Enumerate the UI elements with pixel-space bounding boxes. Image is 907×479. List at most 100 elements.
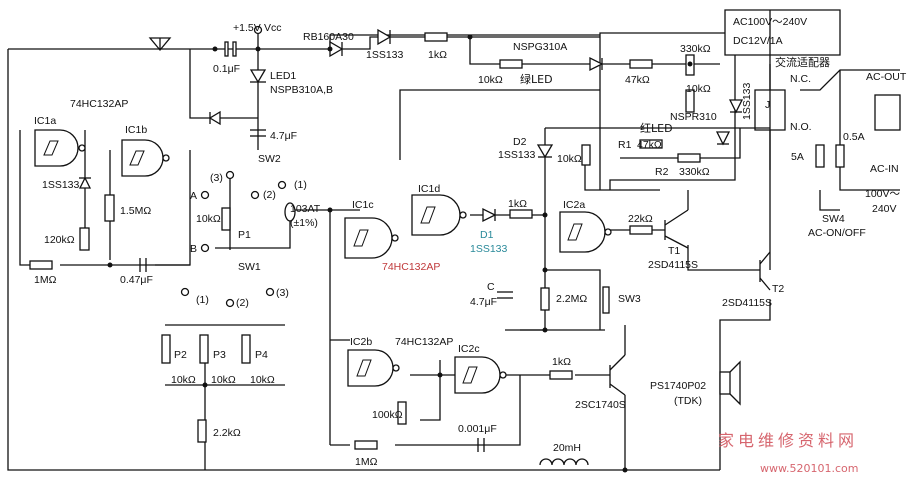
p1-label: P1 [238, 229, 251, 241]
cap-47uf-top-label: 4.7μF [270, 130, 297, 142]
r-10k-p1-label: 10kΩ [196, 213, 221, 225]
wires [7, 9, 900, 471]
transistor-t2 [759, 251, 771, 291]
watermark-url: www.520101.com [760, 462, 858, 475]
t2-label: T2 [772, 283, 784, 295]
r1-label: R1 [618, 139, 632, 151]
fuses [815, 144, 845, 168]
sw4-desc-label: AC-ON/OFF [808, 227, 866, 239]
transistor-2sc-label: 2SC1740S [575, 399, 626, 411]
r-1k-d1-label: 1kΩ [508, 198, 527, 210]
vcc-label: +1.5V [233, 22, 261, 34]
gate-ic2a [559, 211, 612, 253]
capacitors [139, 258, 513, 452]
ic1c-label: IC1c [352, 199, 374, 211]
terminals [180, 25, 287, 308]
transistor-t1 [664, 209, 689, 249]
r-22m-label: 2.2MΩ [556, 293, 587, 305]
sw1-label: SW1 [238, 261, 261, 273]
gate-ic1d [411, 194, 467, 236]
r-330k-top-label: 330kΩ [680, 43, 711, 55]
node-b-label: B [190, 243, 197, 255]
fuse-05a-label: 0.5A [843, 131, 865, 143]
r2-value-label: 330kΩ [679, 166, 710, 178]
resistors [29, 32, 701, 450]
r-47k-top-label: 47kΩ [625, 74, 650, 86]
c-value-label: 4.7μF [470, 296, 497, 308]
t1-part-label: 2SD4115S [648, 259, 698, 271]
pos2a-label: (2) [263, 189, 276, 201]
thermistor-label: 103AT [290, 203, 321, 215]
p3-label: P3 [213, 349, 226, 361]
buzzer-brand-label: (TDK) [674, 395, 702, 407]
sw2-label: SW2 [258, 153, 281, 165]
d2-part-label: 1SS133 [498, 149, 536, 161]
pos3b-label: (3) [276, 287, 289, 299]
p2-label: P2 [174, 349, 187, 361]
buzzer-label: PS1740P02 [650, 380, 706, 392]
chip-mid-label: 74HC132AP [382, 261, 440, 273]
watermark-cn: 家电维修资料网 [718, 431, 858, 450]
text-labels: +1.5V Vcc 0.1μF LED1 NSPB310A,B RB160A30… [34, 16, 907, 475]
sw4-label: SW4 [822, 213, 845, 225]
junctions [107, 34, 693, 473]
pos3a-label: (3) [210, 172, 223, 184]
thermistor-tol-label: (±1%) [290, 217, 318, 229]
ic1d-label: IC1d [418, 183, 440, 195]
adapter-cn-label: 交流适配器 [775, 55, 830, 69]
pos2b-label: (2) [236, 297, 249, 309]
red-led-label: 红LED [640, 122, 673, 135]
nspg-label: NSPG310A [513, 41, 567, 53]
d1-part-label: 1SS133 [470, 243, 508, 255]
r-1k-top-label: 1kΩ [428, 49, 447, 61]
r-1m-a-label: 1MΩ [34, 274, 57, 286]
ic1b-label: IC1b [125, 124, 147, 136]
ac-range-a-label: 100V～ [865, 188, 901, 200]
gate-ic2b [347, 349, 400, 387]
inductor-20mh [539, 458, 589, 466]
gate-ic1c [344, 217, 399, 259]
cap-0001-label: 0.001μF [458, 423, 497, 435]
r-10k-d2-label: 10kΩ [557, 153, 582, 165]
r-22k-t1-label: 22kΩ [628, 213, 653, 225]
buzzer-ps1740 [719, 360, 741, 406]
ac-in-label: AC-IN [870, 163, 899, 175]
ic2a-label: IC2a [563, 199, 585, 211]
thermistor-103at [284, 202, 296, 222]
led1-part-label: NSPB310A,B [270, 84, 333, 96]
diode-1ss133-v-label: 1SS133 [741, 82, 753, 120]
rb160-label: RB160A30 [303, 31, 354, 43]
r-120k-label: 120kΩ [44, 234, 75, 246]
led1 [249, 69, 267, 84]
diode-1ss133-a-label: 1SS133 [42, 179, 80, 191]
t2-part-label: 2SD4115S [722, 297, 772, 309]
fuse-5a-label: 5A [791, 151, 804, 163]
sw3-label: SW3 [618, 293, 641, 305]
inductor-label: 20mH [553, 442, 581, 454]
r-10k-led-label: 10kΩ [478, 74, 503, 86]
r-p3-label: 10kΩ [211, 374, 236, 386]
r-22k-label: 2.2kΩ [213, 427, 241, 439]
d1-label: D1 [480, 229, 494, 241]
pos1b-label: (1) [196, 294, 209, 306]
pos1a-label: (1) [294, 179, 307, 191]
ic2b-label: IC2b [350, 336, 372, 348]
nspr-label: NSPR310 [670, 111, 717, 123]
relay-label: J [765, 99, 770, 111]
p4-label: P4 [255, 349, 268, 361]
switch-sw3 [602, 286, 610, 314]
ac-out-label: AC-OUT [866, 71, 907, 83]
diode-1ss133-top-label: 1SS133 [366, 49, 404, 61]
r-100k-label: 100kΩ [372, 409, 403, 421]
chip-bot-label: 74HC132AP [395, 336, 453, 348]
ic1a-label: IC1a [34, 115, 56, 127]
gate-ic2c [454, 356, 507, 394]
ic2c-label: IC2c [458, 343, 480, 355]
diode-rb1670 [208, 110, 221, 126]
r-p4-label: 10kΩ [250, 374, 275, 386]
r-1k-b-label: 1kΩ [552, 356, 571, 368]
ac-range-b-label: 240V [872, 203, 897, 215]
r1-value-label: 47kΩ [637, 139, 662, 151]
node-a-label: A [190, 190, 197, 202]
